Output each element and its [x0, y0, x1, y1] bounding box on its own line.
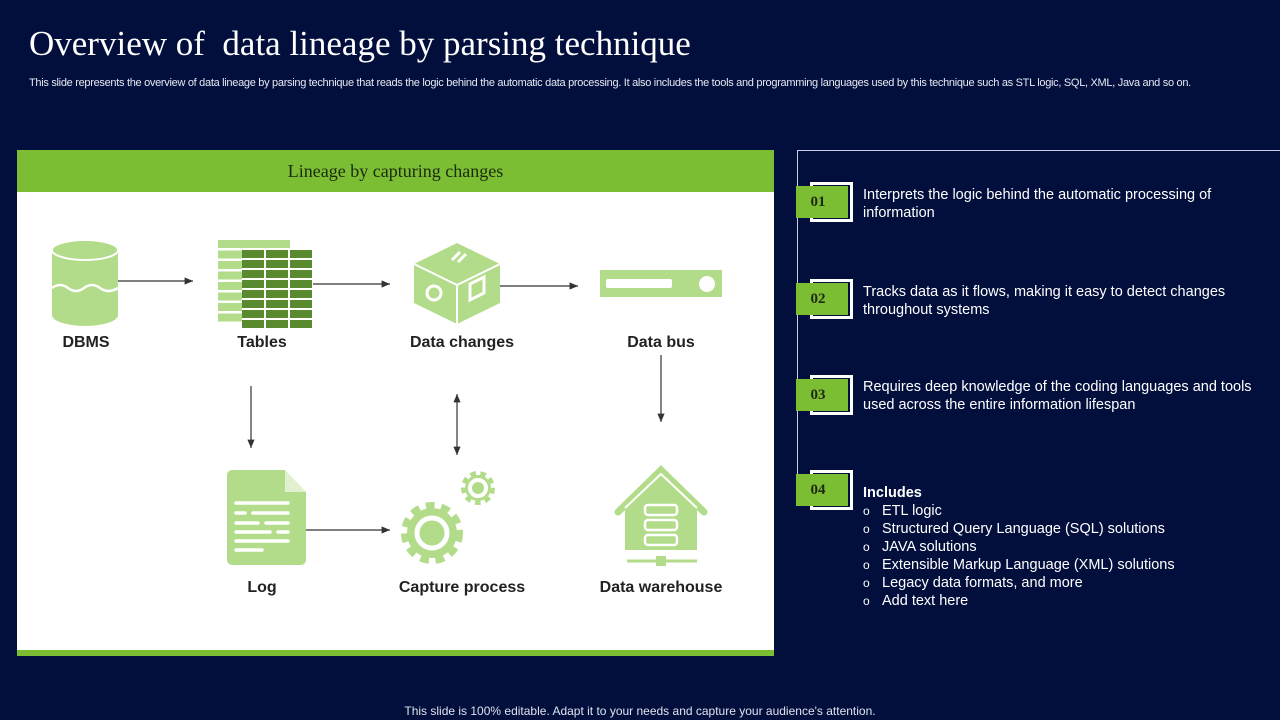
points-frame	[797, 150, 1280, 500]
number-badge: 03	[796, 375, 853, 415]
node-label-log: Log	[247, 579, 277, 596]
node-label-data-warehouse: Data warehouse	[599, 579, 723, 596]
log-document-icon	[227, 470, 306, 565]
includes-list: ETL logic Structured Query Language (SQL…	[863, 502, 1263, 610]
page-title: Overview of data lineage by parsing tech…	[29, 24, 691, 63]
arrows	[118, 277, 665, 534]
list-item: ETL logic	[863, 502, 1263, 520]
list-item: Structured Query Language (SQL) solution…	[863, 520, 1263, 538]
lineage-panel: Lineage by capturing changes	[17, 150, 774, 656]
point-text: Interprets the logic behind the automati…	[863, 187, 1212, 221]
point-text: Requires deep knowledge of the coding la…	[863, 379, 1252, 413]
tables-icon	[218, 240, 312, 328]
data-bus-icon	[600, 270, 722, 297]
footer-note: This slide is 100% editable. Adapt it to…	[404, 704, 876, 718]
gears-icon	[401, 471, 495, 564]
number-badge: 04	[796, 470, 853, 510]
database-icon	[51, 239, 119, 326]
node-label-capture-process: Capture process	[398, 579, 526, 596]
number-badge: 01	[796, 182, 853, 222]
includes-heading: Includes	[863, 485, 922, 501]
node-label-dbms: DBMS	[62, 334, 110, 351]
warehouse-icon	[614, 465, 708, 566]
list-item: JAVA solutions	[863, 538, 1263, 556]
node-label-data-changes: Data changes	[409, 334, 515, 351]
node-label-data-bus: Data bus	[627, 334, 695, 351]
point-text: Includes ETL logic Structured Query Lang…	[863, 484, 1263, 610]
list-item: Legacy data formats, and more	[863, 574, 1263, 592]
cube-icon	[413, 243, 501, 324]
node-label-tables: Tables	[237, 334, 287, 351]
point-text: Tracks data as it flows, making it easy …	[863, 284, 1226, 318]
list-item: Extensible Markup Language (XML) solutio…	[863, 556, 1263, 574]
page-subtitle: This slide represents the overview of da…	[29, 77, 1191, 89]
list-item: Add text here	[863, 592, 1263, 610]
panel-heading: Lineage by capturing changes	[17, 150, 774, 192]
number-badge: 02	[796, 279, 853, 319]
